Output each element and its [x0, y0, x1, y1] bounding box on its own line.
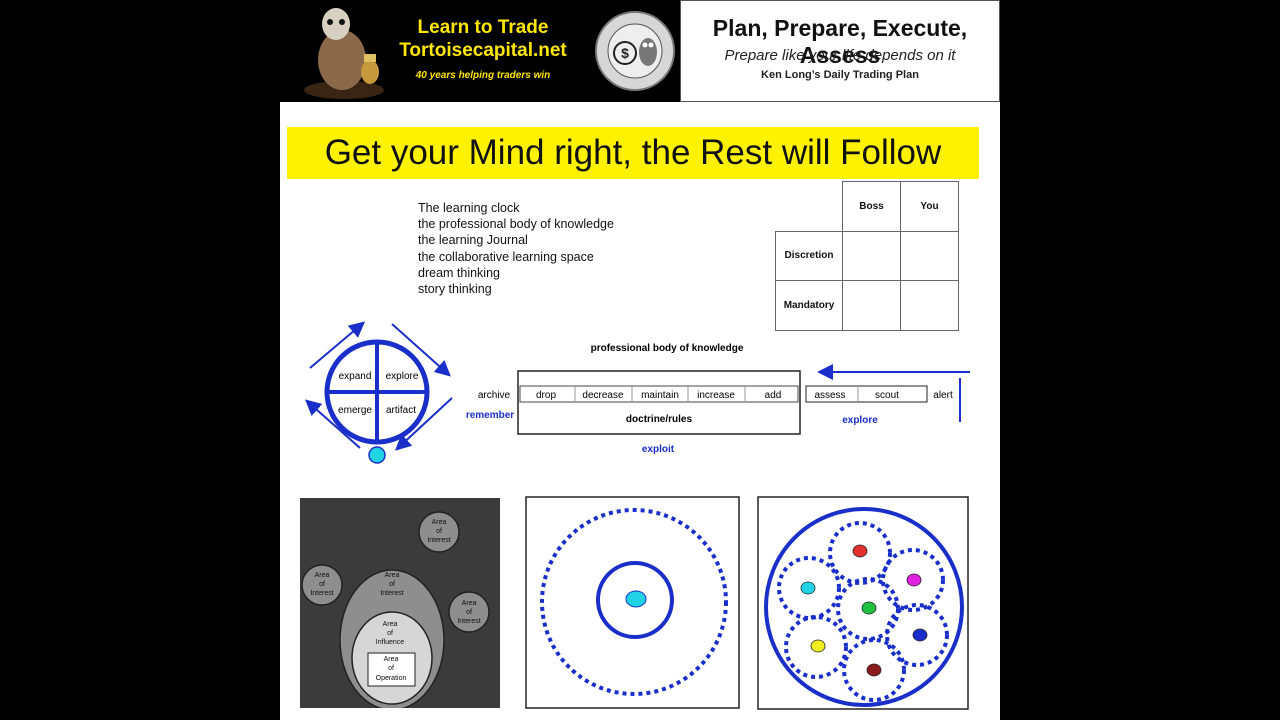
area-label: Interest [457, 618, 480, 625]
quadrant-label: expand [339, 371, 372, 382]
area-label: Area [462, 600, 477, 607]
knowledge-title: professional body of knowledge [591, 343, 744, 354]
exploit-label: exploit [642, 444, 675, 455]
area-label: Operation [376, 675, 407, 682]
collaborative-panel [757, 496, 969, 710]
step-label: maintain [641, 390, 679, 401]
area-label: Area [385, 572, 400, 579]
alert-label: alert [933, 390, 953, 401]
area-label: of [387, 630, 393, 637]
learning-clock: expand explore emerge artifact [308, 324, 452, 463]
area-label: of [436, 528, 442, 535]
focus-panel [525, 496, 740, 710]
quadrant-label: artifact [386, 405, 416, 416]
areas-panel: Area of Interest Area of Interest Area o… [300, 498, 500, 708]
step-label: drop [536, 390, 556, 401]
explore-step-label: assess [814, 390, 845, 401]
knowledge-diagram: professional body of knowledge drop decr… [466, 343, 970, 455]
area-label: of [388, 665, 394, 672]
area-label: Area [315, 572, 330, 579]
area-label: of [466, 609, 472, 616]
cyan-dot [626, 591, 646, 607]
yellow-dot [811, 640, 825, 652]
area-label: Interest [380, 590, 403, 597]
quadrant-label: emerge [338, 405, 372, 416]
collaborative-frame [758, 497, 968, 709]
archive-label: archive [478, 390, 511, 401]
area-label: of [389, 581, 395, 588]
step-label: add [765, 390, 782, 401]
cyan-dot [801, 582, 815, 594]
area-label: Interest [427, 537, 450, 544]
doctrine-label: doctrine/rules [626, 414, 693, 425]
remember-label: remember [466, 410, 514, 421]
area-label: Area [432, 519, 447, 526]
red-dot [853, 545, 867, 557]
explore-label: explore [842, 415, 878, 426]
area-label: of [319, 581, 325, 588]
magenta-dot [907, 574, 921, 586]
blue-dot [913, 629, 927, 641]
step-label: increase [697, 390, 735, 401]
darkred-dot [867, 664, 881, 676]
area-label: Area [384, 656, 399, 663]
explore-step-label: scout [875, 390, 899, 401]
area-label: Area [383, 621, 398, 628]
step-label: decrease [582, 390, 624, 401]
area-label: Influence [376, 639, 405, 646]
area-label: Interest [310, 590, 333, 597]
green-dot [862, 602, 876, 614]
quadrant-label: explore [386, 371, 419, 382]
clock-marker-dot [369, 447, 385, 463]
slide: Learn to Trade Tortoisecapital.net 40 ye… [280, 0, 1000, 720]
